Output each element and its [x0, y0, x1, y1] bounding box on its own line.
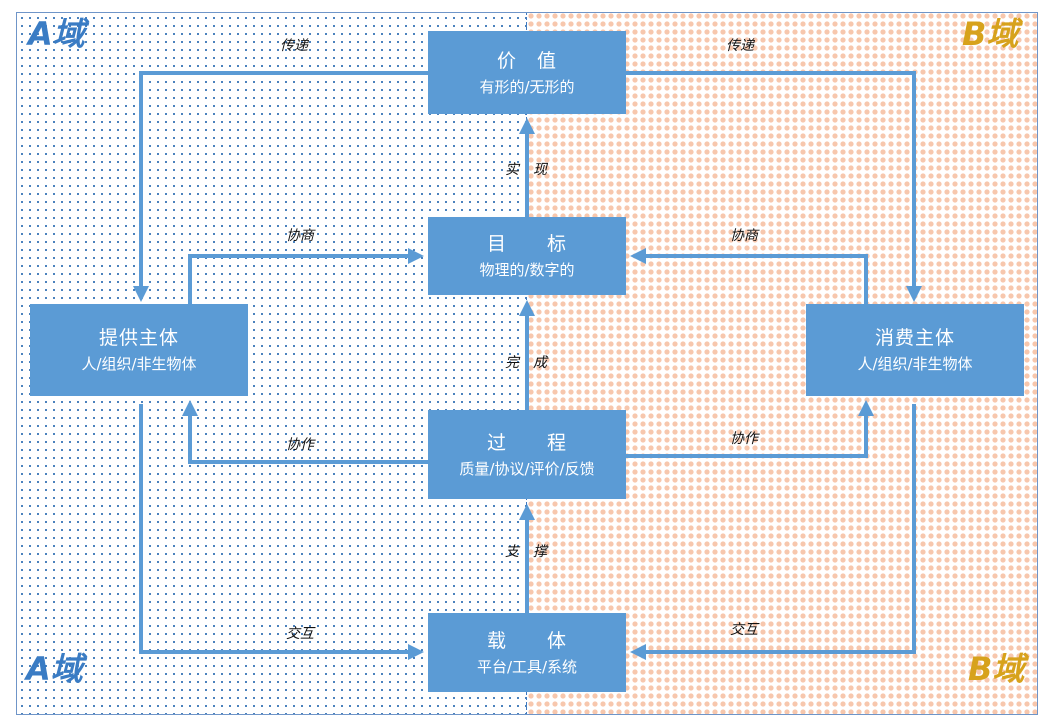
value-title: 价 值 [496, 49, 557, 72]
edge-label-interact-b: 交互 [730, 622, 758, 638]
edge-label-transfer-a: 传递 [280, 38, 308, 54]
carrier-subtitle: 平台/工具/系统 [476, 657, 578, 676]
consumer-title: 消费主体 [874, 327, 955, 349]
edge-label-collaborate-b: 协作 [730, 431, 758, 447]
edge-label-realize: 实 现 [505, 162, 547, 178]
arrow-carrier-provider-interact [139, 404, 424, 660]
edge-label-negotiate-b: 协商 [730, 228, 758, 244]
edge-label-negotiate-a: 协商 [286, 228, 314, 244]
process-node: 过 程 质量/协议/评价/反馈 [428, 410, 626, 499]
edge-label-complete: 完 成 [505, 355, 547, 371]
arrow-process-to-consumer [626, 400, 874, 458]
process-subtitle: 质量/协议/评价/反馈 [459, 459, 595, 478]
domain-a-label-bottom: A域 [26, 650, 83, 688]
carrier-title: 载 体 [486, 629, 567, 652]
consumer-subtitle: 人/组织/非生物体 [857, 355, 973, 373]
domain-b-label-top: B域 [962, 15, 1019, 53]
provider-subtitle: 人/组织/非生物体 [81, 355, 197, 373]
domain-a-label-top: A域 [28, 15, 85, 53]
edge-label-transfer-b: 传递 [726, 38, 754, 54]
arrow-value-to-provider [133, 71, 428, 302]
value-subtitle: 有形的/无形的 [479, 77, 575, 96]
consumer-node: 消费主体 人/组织/非生物体 [806, 304, 1024, 396]
process-title: 过 程 [486, 431, 567, 454]
carrier-node: 载 体 平台/工具/系统 [428, 613, 626, 692]
target-node: 目 标 物理的/数字的 [428, 217, 626, 295]
domain-b-label-bottom: B域 [968, 650, 1025, 688]
edge-label-interact-a: 交互 [286, 626, 314, 642]
arrow-provider-to-target [188, 248, 424, 304]
arrow-consumer-carrier-interact [630, 404, 916, 660]
arrow-consumer-to-target [630, 248, 868, 304]
provider-node: 提供主体 人/组织/非生物体 [30, 304, 248, 396]
provider-title: 提供主体 [98, 327, 179, 349]
arrow-process-to-provider [182, 400, 428, 464]
target-title: 目 标 [486, 233, 567, 255]
value-node: 价 值 有形的/无形的 [428, 31, 626, 114]
edge-label-collaborate-a: 协作 [286, 437, 314, 453]
target-subtitle: 物理的/数字的 [479, 261, 575, 279]
edge-label-support: 支 撑 [505, 544, 547, 560]
arrow-value-to-consumer [626, 71, 922, 302]
domain-a-background [16, 12, 527, 715]
